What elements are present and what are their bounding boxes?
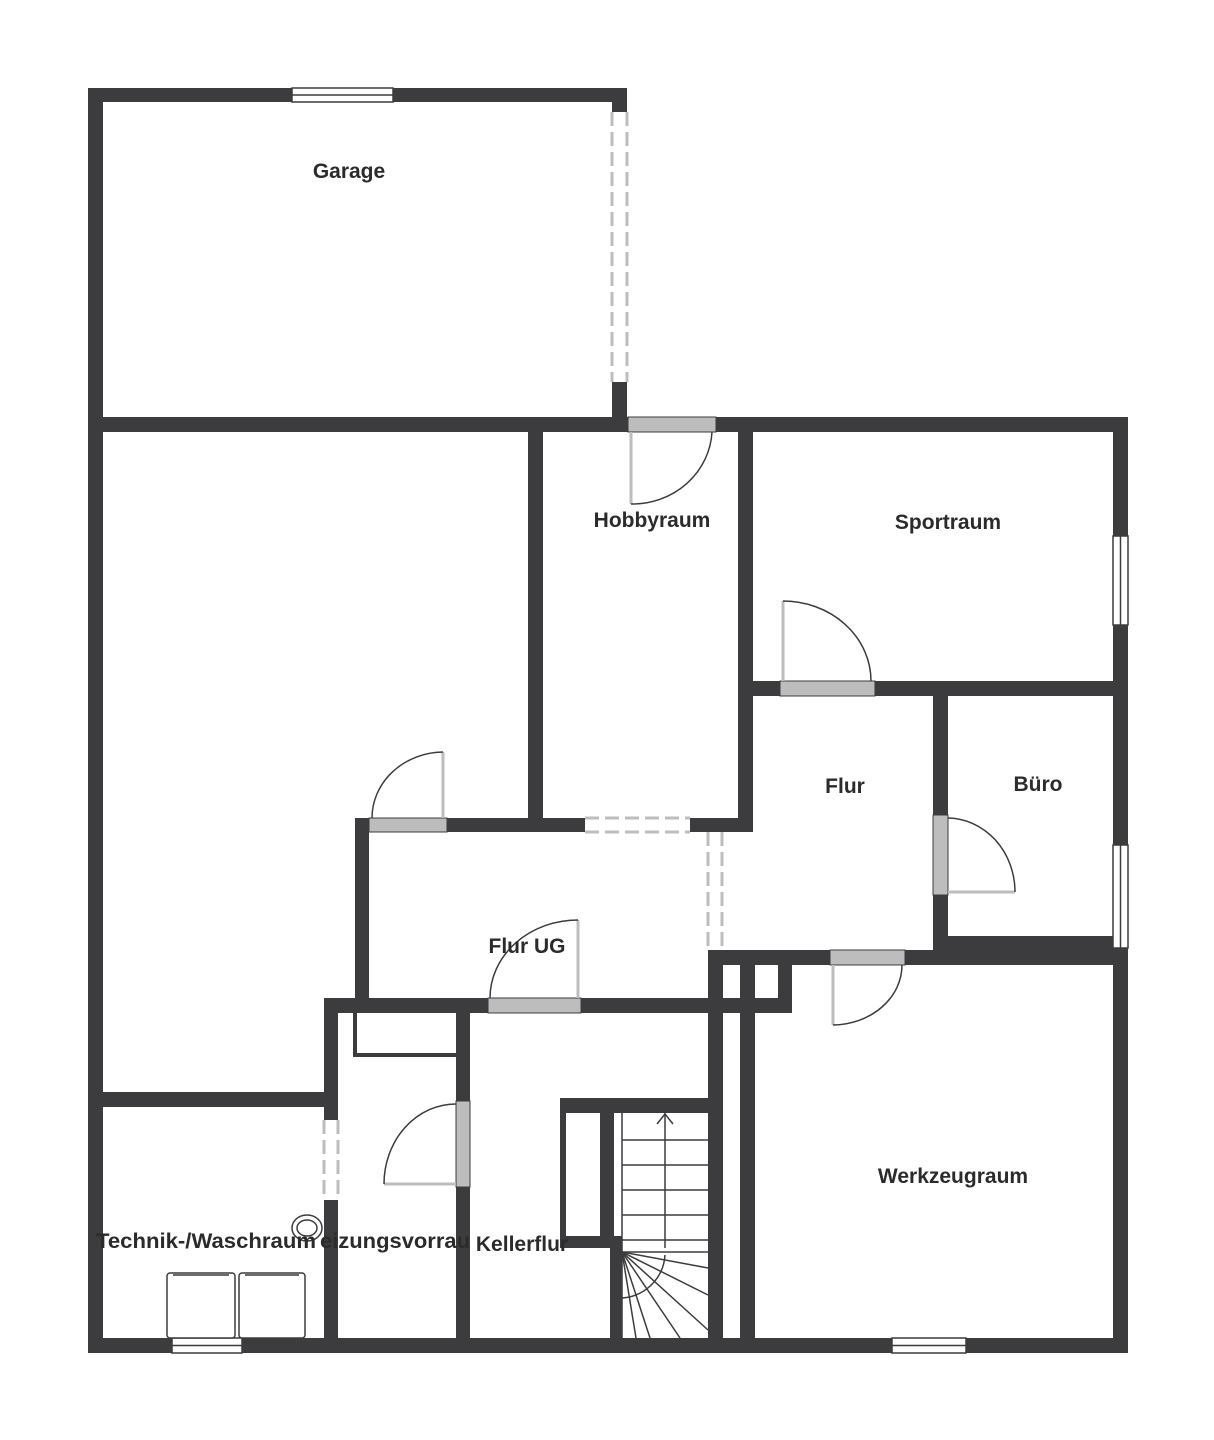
- window: [171, 1337, 243, 1354]
- window: [891, 1337, 967, 1354]
- appliances: [166, 1214, 323, 1339]
- wall: [778, 950, 792, 1013]
- room-label-sportraum: Sportraum: [895, 511, 1001, 534]
- room-label-flur: Flur: [825, 775, 865, 798]
- niche-outline: [353, 1013, 456, 1057]
- wall: [738, 417, 753, 831]
- wall: [560, 1098, 723, 1113]
- wall: [88, 417, 1128, 432]
- door: [627, 416, 717, 505]
- passage-opening: [322, 1120, 340, 1200]
- wall: [88, 88, 103, 1353]
- walls: [88, 88, 1128, 1353]
- passage-opening: [585, 816, 690, 834]
- wall: [708, 950, 1128, 965]
- room-label-buero: Büro: [1014, 773, 1063, 796]
- doors: [368, 416, 1016, 1188]
- dryer-icon: [238, 1272, 306, 1339]
- room-label-flur-ug: Flur UG: [489, 935, 566, 958]
- door: [368, 751, 448, 833]
- door: [829, 949, 906, 1026]
- staircase: [621, 1112, 709, 1339]
- window: [1112, 535, 1129, 626]
- wall: [740, 950, 755, 1353]
- passage-opening: [706, 832, 724, 950]
- door: [779, 600, 876, 697]
- wall: [560, 1236, 617, 1248]
- room-label-heizung: eizungsvorrau: [320, 1230, 470, 1253]
- room-label-kellerflur: Kellerflur: [476, 1233, 568, 1256]
- boiler-icon: [291, 1214, 323, 1242]
- wall: [355, 818, 369, 1013]
- room-label-werkzeugraum: Werkzeugraum: [878, 1165, 1028, 1188]
- wall: [610, 1236, 622, 1353]
- window: [291, 87, 394, 103]
- wall: [560, 1098, 566, 1248]
- garage-door-opening: [610, 112, 629, 382]
- wall: [88, 1338, 1128, 1353]
- door: [932, 814, 1016, 896]
- window: [1112, 844, 1129, 949]
- room-label-technik: Technik-/Waschraum: [96, 1230, 316, 1253]
- openings: [322, 112, 724, 1200]
- door: [487, 919, 582, 1014]
- door: [383, 1100, 471, 1188]
- room-label-garage: Garage: [313, 160, 385, 183]
- room-label-hobbyraum: Hobbyraum: [594, 509, 711, 532]
- wall: [708, 950, 723, 1353]
- room-labels: Garage Hobbyraum Sportraum Flur Büro Flu…: [96, 160, 1063, 1256]
- wall: [933, 936, 1128, 951]
- washing-machine-icon: [166, 1272, 236, 1339]
- wall: [528, 417, 543, 831]
- wall: [88, 1092, 338, 1107]
- windows: [171, 87, 1129, 1354]
- wall: [600, 1098, 614, 1248]
- wall: [723, 998, 792, 1013]
